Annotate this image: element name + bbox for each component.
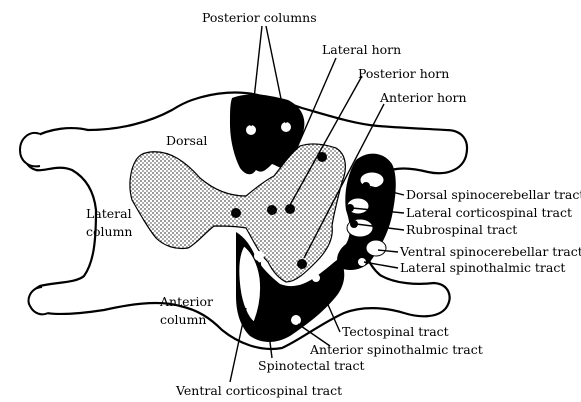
label-anterior-column-1: Anterior: [159, 294, 213, 309]
label-tectospinal: Tectospinal tract: [342, 324, 449, 339]
label-anterior-horn: Anterior horn: [379, 90, 467, 105]
label-lateral-column-1: Lateral: [86, 206, 132, 221]
dot-posterior-horn: [285, 204, 295, 214]
dot-anterior-horn: [297, 259, 307, 269]
label-ventral-corticospinal: Ventral corticospinal tract: [175, 383, 342, 398]
dot-anterior-spinothalmic: [291, 315, 301, 325]
dot-posterior-col-2: [281, 122, 291, 132]
label-lateral-corticospinal: Lateral corticospinal tract: [406, 205, 572, 220]
label-rubrospinal: Rubrospinal tract: [406, 222, 517, 237]
label-lateral-column-2: column: [86, 224, 132, 239]
label-anterior-spinothalmic: Anterior spinothalmic tract: [309, 342, 483, 357]
label-lateral-spinothalmic: Lateral spinothalmic tract: [400, 260, 565, 275]
label-spinotectal: Spinotectal tract: [258, 358, 364, 373]
label-dorsal-spinocerebellar: Dorsal spinocerebellar tract: [406, 187, 581, 202]
dot-grey-left: [231, 208, 241, 218]
label-lateral-horn: Lateral horn: [322, 42, 401, 57]
dot-posterior-col-1: [246, 125, 256, 135]
label-dorsal: Dorsal: [166, 133, 207, 148]
label-posterior-horn: Posterior horn: [358, 66, 449, 81]
dot-tectospinal: [312, 274, 320, 282]
label-ventral-spinocerebellar: Ventral spinocerebellar tract: [399, 244, 581, 259]
label-anterior-column-2: column: [160, 312, 206, 327]
label-posterior-columns: Posterior columns: [202, 10, 317, 25]
left-upper-root: [20, 133, 40, 166]
dot-spinotectal: [254, 251, 264, 261]
dot-grey-center: [267, 205, 277, 215]
